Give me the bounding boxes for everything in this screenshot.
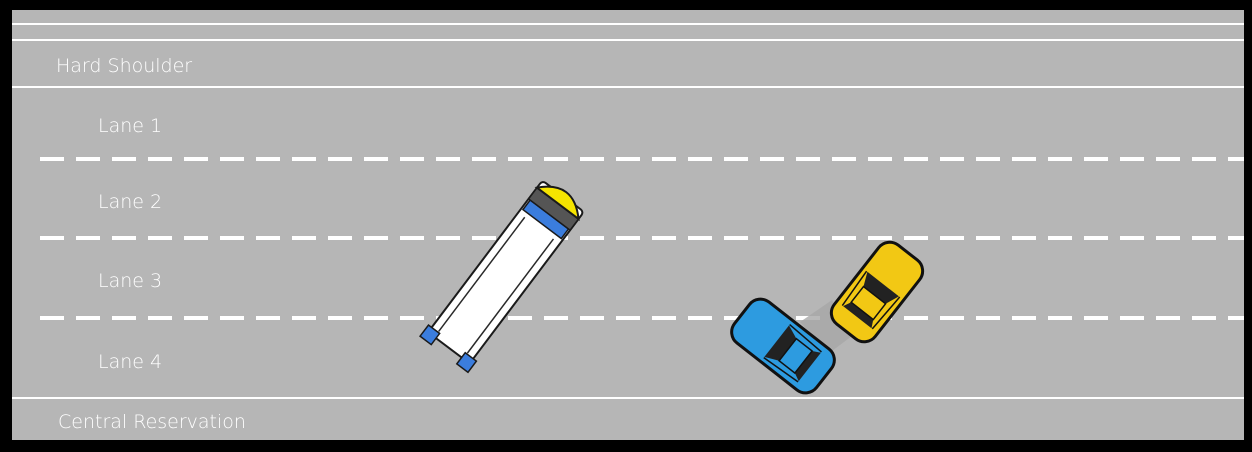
lane-4-label: Lane 4	[98, 351, 162, 373]
yellow-car-rear-window	[843, 302, 874, 329]
blue-car-windscreen	[764, 325, 797, 361]
van-rear-marker-left	[419, 323, 441, 346]
yellow-car-side-line-1	[841, 270, 868, 306]
yellow-car-roof	[850, 285, 887, 321]
van-panel-line-1	[438, 216, 526, 332]
yellow-car-side-line-2	[871, 296, 901, 330]
yellow-car-windscreen	[863, 271, 899, 304]
blue-car-side-line-1	[789, 323, 822, 353]
blue-car	[730, 297, 836, 395]
blue-car-side-line-2	[763, 357, 799, 383]
hard-shoulder-label: Hard Shoulder	[56, 55, 192, 77]
van	[419, 181, 584, 374]
lane-2-label: Lane 2	[98, 191, 162, 213]
central-reservation-label: Central Reservation	[58, 411, 246, 433]
van-front-light	[534, 185, 580, 222]
blue-car-roof	[778, 337, 814, 375]
lane-3-label: Lane 3	[98, 270, 162, 292]
lane-1-label: Lane 1	[98, 115, 162, 137]
yellow-car	[829, 240, 925, 344]
van-rear-marker-right	[455, 351, 478, 374]
road-surface	[12, 10, 1244, 440]
blue-car-rear-window	[794, 350, 821, 382]
van-panel-line-2	[466, 238, 555, 354]
